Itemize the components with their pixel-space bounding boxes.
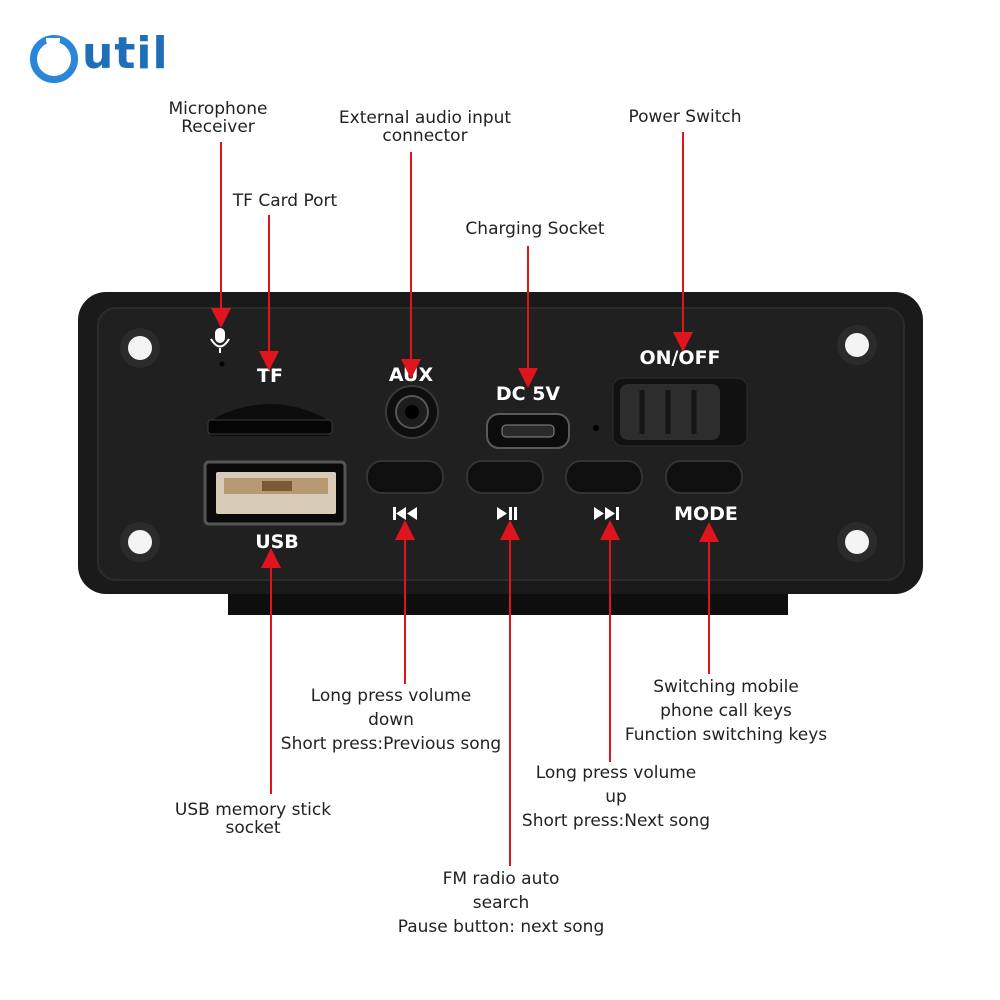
mount-hole-top-right xyxy=(837,325,877,365)
power-switch-label: Power Switch xyxy=(628,107,742,127)
play-pause-button[interactable] xyxy=(466,460,544,494)
tf-card-port-label: TF Card Port xyxy=(232,191,338,211)
mount-hole-bottom-left xyxy=(120,522,160,562)
next-key-label: Long press volume up Short press:Next so… xyxy=(521,763,711,831)
microphone-label: Microphone Receiver xyxy=(168,99,268,137)
previous-key-label: Long press volume down Short press:Previ… xyxy=(280,686,502,754)
tf-text: TF xyxy=(257,365,283,387)
next-icon xyxy=(594,507,619,520)
tf-card-slot xyxy=(207,404,333,436)
aux-jack xyxy=(385,385,439,439)
brand-logo: util xyxy=(30,28,200,84)
power-switch[interactable] xyxy=(612,377,748,447)
charging-socket-label: Charging Socket xyxy=(465,219,605,239)
dc-text: DC 5V xyxy=(496,383,561,405)
logo-o-mark xyxy=(30,35,78,83)
mode-button[interactable] xyxy=(665,460,743,494)
next-button[interactable] xyxy=(565,460,643,494)
previous-icon xyxy=(393,507,417,520)
brand-name: util xyxy=(82,28,169,79)
play-pause-key-label: FM radio auto search Pause button: next … xyxy=(397,869,605,937)
aux-input-label: External audio input connector xyxy=(338,108,512,146)
mount-hole-top-left xyxy=(120,328,160,368)
usb-text: USB xyxy=(255,531,299,553)
play-pause-icon xyxy=(497,507,517,520)
microphone-icon xyxy=(210,328,230,367)
mode-key-label: Switching mobile phone call keys Functio… xyxy=(624,677,828,745)
usb-port xyxy=(203,460,347,526)
previous-button[interactable] xyxy=(366,460,444,494)
dc-charging-port xyxy=(486,413,599,449)
usb-socket-label: USB memory stick socket xyxy=(174,800,332,838)
mount-hole-bottom-right xyxy=(837,522,877,562)
on-off-text: ON/OFF xyxy=(639,347,720,369)
mode-text: MODE xyxy=(674,503,738,525)
